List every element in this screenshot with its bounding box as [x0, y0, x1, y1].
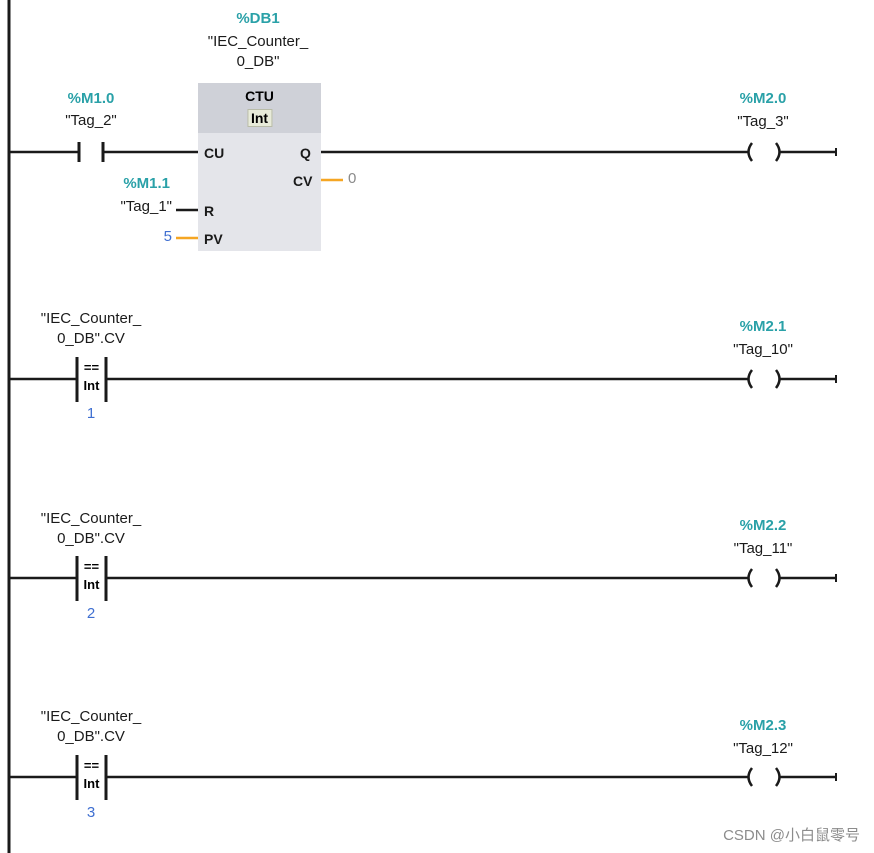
- coil-right-arc: [774, 568, 781, 588]
- coil-tag[interactable]: "Tag_10": [733, 341, 793, 358]
- pin-cu: CU: [204, 145, 225, 161]
- pin-cv: CV: [293, 173, 313, 189]
- coil-address: %M2.3: [739, 717, 787, 734]
- coil-address: %M2.0: [739, 90, 787, 107]
- compare-operand-line2[interactable]: 0_DB".CV: [57, 728, 125, 745]
- compare-operand-line2[interactable]: 0_DB".CV: [57, 530, 125, 547]
- ctu-block-header: CTU Int: [198, 83, 321, 133]
- block-type: CTU: [245, 88, 274, 104]
- block-data-type[interactable]: Int: [246, 109, 273, 127]
- compare-box[interactable]: == Int: [79, 558, 104, 594]
- coil-left-arc: [747, 568, 754, 588]
- block-instance-name-line1: "IEC_Counter_: [207, 33, 309, 50]
- compare-box[interactable]: == Int: [79, 757, 104, 793]
- pin-q: Q: [300, 145, 311, 161]
- coil-right-arc: [774, 142, 781, 162]
- compare-operator: ==: [83, 360, 100, 375]
- pin-pv: PV: [204, 231, 223, 247]
- coil-right-arc: [774, 767, 781, 787]
- network-4: [9, 755, 837, 800]
- block-instance-name-line2: 0_DB": [236, 53, 280, 70]
- reset-tag[interactable]: "Tag_1": [120, 198, 172, 215]
- ctu-function-block[interactable]: CTU Int CU R PV Q CV: [198, 83, 321, 251]
- coil-address: %M2.2: [739, 517, 787, 534]
- cv-value: 0: [348, 170, 357, 187]
- pin-r: R: [204, 203, 215, 219]
- contact-tag[interactable]: "Tag_2": [65, 112, 117, 129]
- coil-tag[interactable]: "Tag_11": [733, 540, 793, 557]
- compare-data-type: Int: [83, 378, 100, 393]
- network-2: [9, 357, 837, 402]
- compare-operand-line1[interactable]: "IEC_Counter_: [40, 310, 142, 327]
- contact-address: %M1.0: [67, 90, 115, 107]
- watermark: CSDN @小白鼠零号: [723, 827, 860, 844]
- compare-operand-line2[interactable]: 0_DB".CV: [57, 330, 125, 347]
- coil-left-arc: [747, 767, 754, 787]
- network-3: [9, 556, 837, 601]
- coil-tag[interactable]: "Tag_3": [737, 113, 789, 130]
- compare-operator: ==: [83, 559, 100, 574]
- compare-box[interactable]: == Int: [79, 359, 104, 395]
- compare-value[interactable]: 1: [86, 405, 96, 422]
- coil-left-arc: [747, 369, 754, 389]
- pv-value[interactable]: 5: [163, 228, 172, 245]
- coil-right-arc: [774, 369, 781, 389]
- reset-address: %M1.1: [123, 175, 170, 192]
- coil-tag[interactable]: "Tag_12": [733, 740, 793, 757]
- compare-operand-line1[interactable]: "IEC_Counter_: [40, 708, 142, 725]
- network-1: [9, 142, 837, 240]
- compare-data-type: Int: [83, 776, 100, 791]
- compare-data-type: Int: [83, 577, 100, 592]
- block-instance-address: %DB1: [236, 10, 280, 27]
- compare-value[interactable]: 2: [86, 605, 96, 622]
- coil-address: %M2.1: [739, 318, 787, 335]
- compare-operand-line1[interactable]: "IEC_Counter_: [40, 510, 142, 527]
- coil-left-arc: [747, 142, 754, 162]
- compare-operator: ==: [83, 758, 100, 773]
- compare-value[interactable]: 3: [86, 804, 96, 821]
